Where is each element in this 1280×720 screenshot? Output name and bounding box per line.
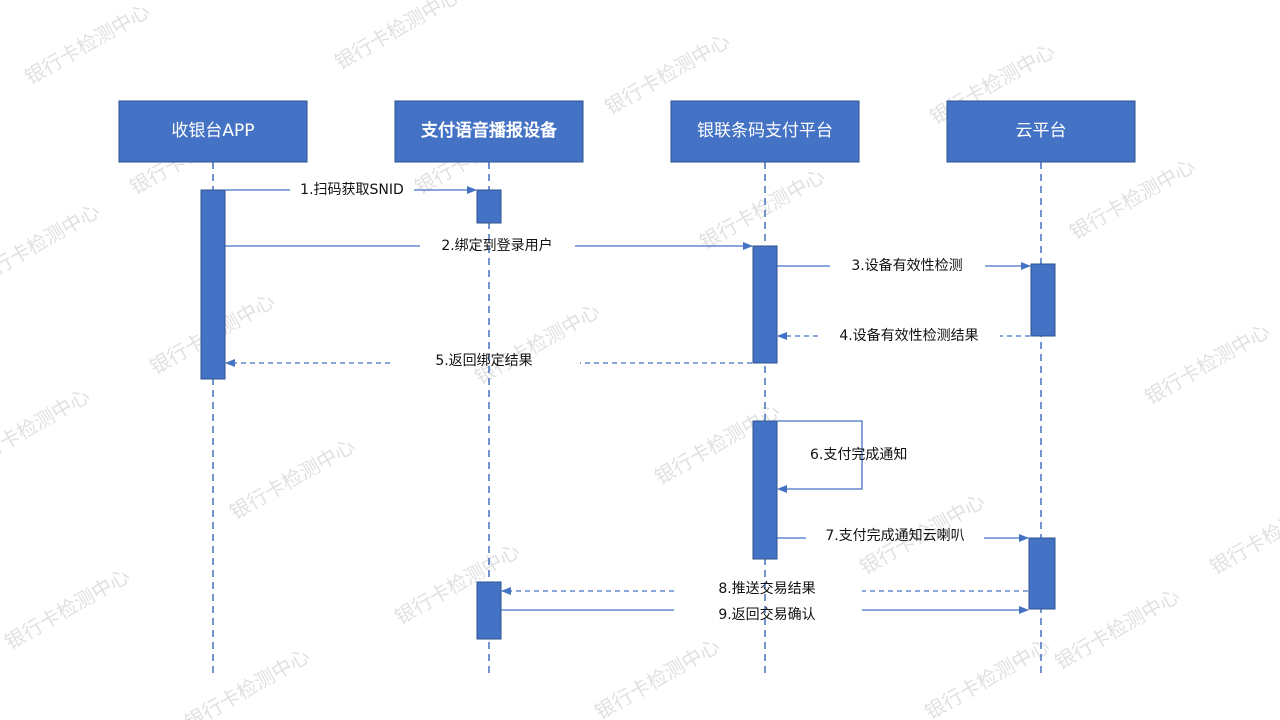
watermark-text: 银行卡检测中心 xyxy=(0,199,104,290)
watermark-text: 银行卡检测中心 xyxy=(1066,154,1199,245)
watermark-text: 银行卡检测中心 xyxy=(1206,0,1280,4)
watermark-text: 银行卡检测中心 xyxy=(921,634,1054,720)
message-5: 5.返回绑定结果 xyxy=(225,353,752,369)
activation-speaker-1 xyxy=(476,189,502,224)
activations xyxy=(200,189,1056,640)
actor-unionpay: 银联条码支付平台 xyxy=(670,100,860,163)
message-1: 1.扫码获取SNID xyxy=(225,182,477,198)
lifelines xyxy=(212,162,1042,676)
message-label-5: 5.返回绑定结果 xyxy=(435,353,532,369)
watermark-text: 银行卡检测中心 xyxy=(1206,489,1280,580)
actor-label-speaker: 支付语音播报设备 xyxy=(421,120,558,141)
actor-cashier: 收银台APP xyxy=(118,100,308,163)
activation-unionpay-1 xyxy=(752,245,778,364)
actor-label-cashier: 收银台APP xyxy=(171,121,254,141)
message-label-7: 7.支付完成通知云喇叭 xyxy=(825,527,964,544)
watermark-text: 银行卡检测中心 xyxy=(226,434,359,525)
actor-label-cloud: 云平台 xyxy=(1016,121,1067,141)
activation-cloud-2 xyxy=(1028,537,1056,610)
watermark-text: 银行卡检测中心 xyxy=(696,164,829,255)
message-label-1: 1.扫码获取SNID xyxy=(300,182,404,198)
message-2: 2.绑定到登录用户 xyxy=(225,237,753,254)
watermark-text: 银行卡检测中心 xyxy=(331,0,464,74)
message-8: 8.推送交易结果 xyxy=(501,580,1028,597)
message-3: 3.设备有效性检测 xyxy=(777,257,1031,274)
watermark-text: 银行卡检测中心 xyxy=(21,0,154,89)
message-label-4: 4.设备有效性检测结果 xyxy=(839,327,978,344)
message-label-2: 2.绑定到登录用户 xyxy=(441,237,552,254)
message-label-3: 3.设备有效性检测 xyxy=(851,257,962,274)
watermark-text: 银行卡检测中心 xyxy=(1051,584,1184,675)
activation-cloud-1 xyxy=(1030,263,1056,337)
watermark-text: 银行卡检测中心 xyxy=(391,539,524,630)
message-7: 7.支付完成通知云喇叭 xyxy=(777,527,1029,544)
actors: 收银台APP 支付语音播报设备 银联条码支付平台 云平台 xyxy=(118,100,1136,163)
activation-unionpay-2 xyxy=(752,420,778,560)
watermark-text: 银行卡检测中心 xyxy=(181,644,314,720)
messages: 1.扫码获取SNID 2.绑定到登录用户 3.设备有效性检测 4.设备有效性检测… xyxy=(225,182,1031,623)
watermark-text: 银行卡检测中心 xyxy=(471,299,604,390)
message-6: 6.支付完成通知 xyxy=(777,420,907,493)
actor-cloud: 云平台 xyxy=(946,100,1136,163)
watermark-text: 银行卡检测中心 xyxy=(1,564,134,655)
watermark-text: 银行卡检测中心 xyxy=(0,384,94,475)
activation-speaker-2 xyxy=(476,581,502,640)
activation-cashier-1 xyxy=(200,189,226,380)
actor-label-unionpay: 银联条码支付平台 xyxy=(697,121,833,141)
message-label-6: 6.支付完成通知 xyxy=(810,446,907,463)
message-label-9: 9.返回交易确认 xyxy=(718,606,815,623)
watermark-text: 银行卡检测中心 xyxy=(591,634,724,720)
watermark-text: 银行卡检测中心 xyxy=(1141,319,1274,410)
message-4: 4.设备有效性检测结果 xyxy=(777,327,1030,344)
message-label-8: 8.推送交易结果 xyxy=(718,580,815,597)
message-9: 9.返回交易确认 xyxy=(501,606,1029,623)
actor-speaker: 支付语音播报设备 xyxy=(394,100,584,163)
